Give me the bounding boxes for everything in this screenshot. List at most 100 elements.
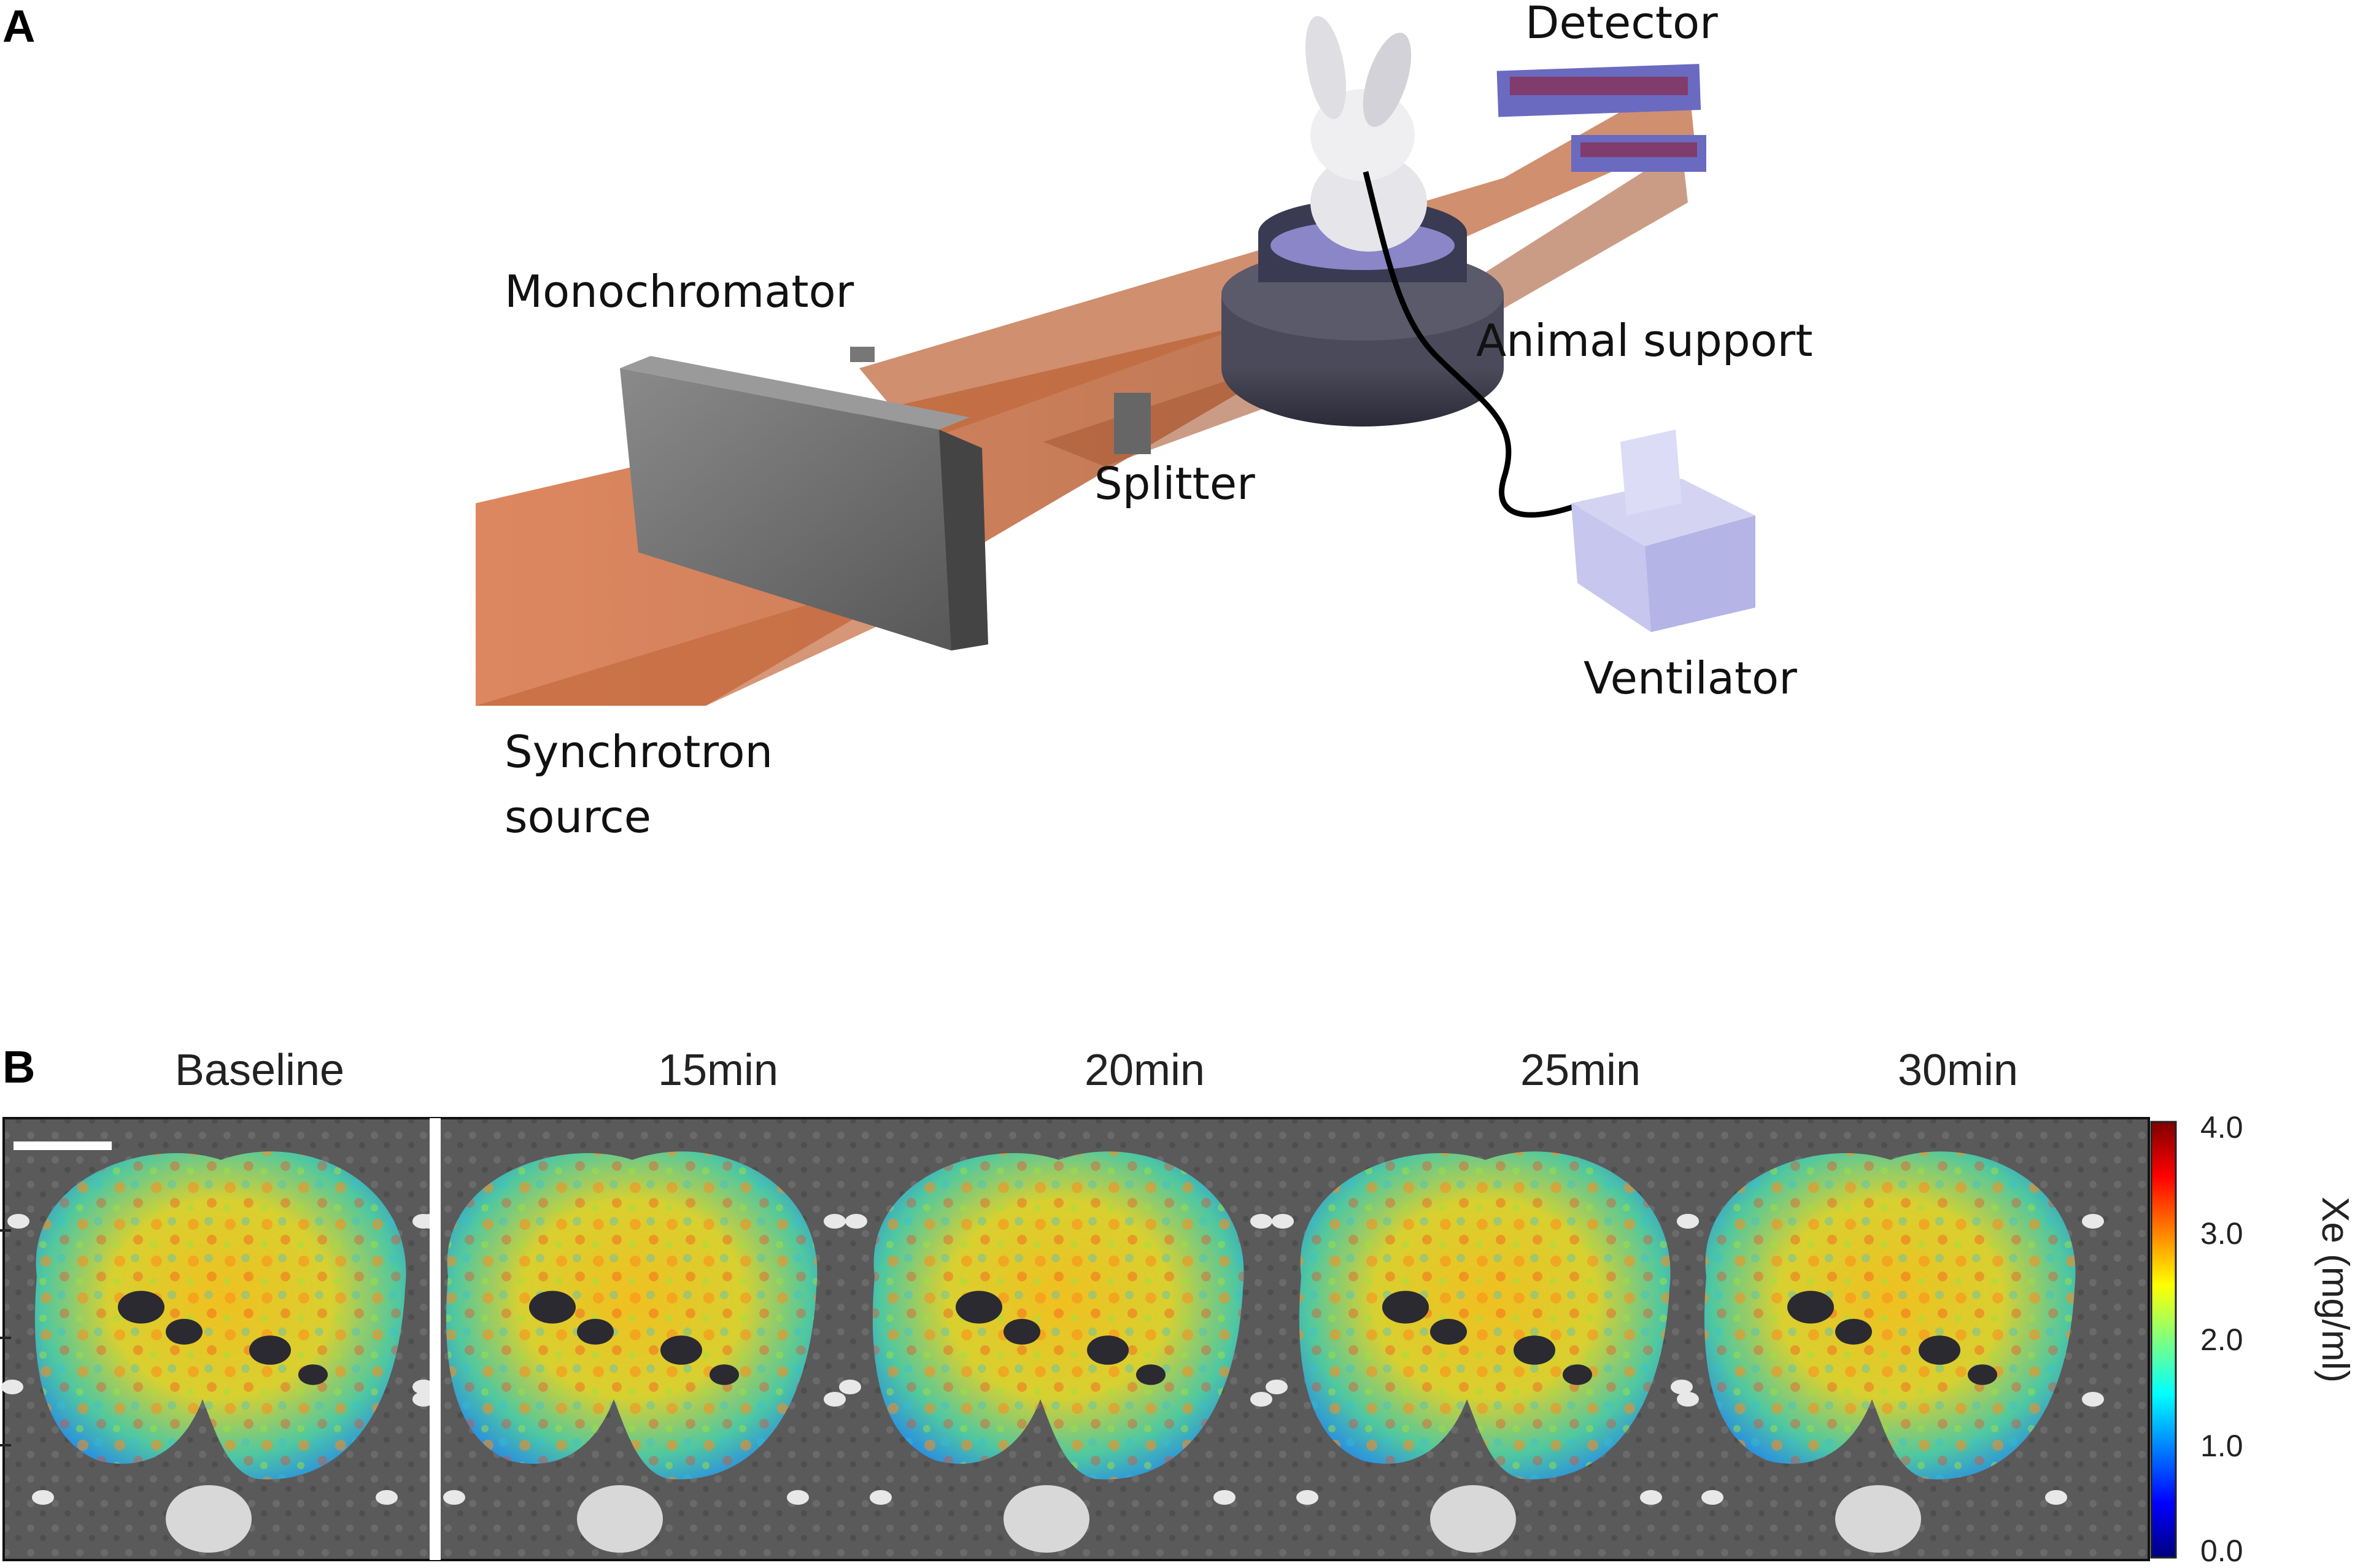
rabbit-ear-left — [1305, 16, 1347, 119]
detector-lower-strip — [1580, 142, 1697, 157]
timepoint-label-30min: 30min — [1897, 1046, 2019, 1095]
ventilator-tube — [1363, 171, 1585, 518]
rib-cross-section — [1640, 1490, 1662, 1505]
lung-panel-baseline — [1, 1151, 435, 1553]
colorbar-unit-label: Xe (mg/ml) — [2314, 1197, 2356, 1383]
lung-texture — [1299, 1151, 1671, 1480]
rib-cross-section — [7, 1214, 29, 1229]
airway-blob — [1087, 1335, 1129, 1365]
rib-cross-section — [870, 1490, 892, 1505]
rib-cross-section — [2082, 1392, 2104, 1407]
rib-cross-section — [32, 1490, 54, 1505]
lung-panel-15min — [412, 1151, 846, 1553]
rib-cross-section — [2045, 1490, 2067, 1505]
rib-cross-section — [1250, 1214, 1272, 1229]
baseline-separator — [430, 1118, 441, 1560]
lung-panel-20min — [839, 1151, 1272, 1553]
lung-texture — [34, 1151, 406, 1480]
rib-cross-section — [1296, 1490, 1318, 1505]
colorbar-tick-4: 4.0 — [2200, 1110, 2243, 1145]
spine-vertebra — [1835, 1485, 1921, 1553]
lung-panels — [1, 1151, 2104, 1553]
rib-cross-section — [1213, 1490, 1236, 1505]
airway-blob — [577, 1319, 614, 1345]
scale-bar — [14, 1141, 112, 1150]
airway-blob — [710, 1364, 739, 1385]
airway-blob — [1563, 1364, 1592, 1385]
splitter-block — [1114, 393, 1151, 454]
airway-blob — [249, 1335, 291, 1365]
rib-cross-section — [412, 1392, 435, 1407]
rib-cross-section — [787, 1490, 809, 1505]
label-synchrotron-line1: Synchrotron — [505, 726, 773, 778]
ventilator-box-right — [1645, 516, 1755, 632]
rabbit-ear-right — [1363, 33, 1412, 127]
split-beam-lower — [1043, 147, 1688, 466]
lung-texture — [1704, 1151, 2076, 1480]
airway-blob — [118, 1291, 164, 1324]
rib-cross-section — [376, 1490, 398, 1505]
panel-b-letter: B — [2, 1041, 36, 1092]
airway-blob — [1919, 1335, 1960, 1365]
lung-panel-25min — [1266, 1151, 1699, 1553]
timepoint-label-15min: 15min — [657, 1046, 779, 1095]
ventilator-box-left — [1571, 503, 1651, 632]
rib-cross-section — [839, 1380, 861, 1394]
label-monochromator: Monochromator — [505, 266, 854, 317]
timepoint-label-20min: 20min — [1084, 1046, 1205, 1095]
airway-blob — [1136, 1364, 1166, 1385]
splitter-block-top — [850, 347, 875, 362]
ventilator-box-top — [1571, 479, 1755, 546]
airway-blob — [1514, 1335, 1555, 1365]
airway-blob — [166, 1319, 203, 1345]
label-animal-support: Animal support — [1476, 315, 1813, 366]
rabbit-body — [1310, 153, 1427, 252]
colorbar-tick-1: 1.0 — [2200, 1429, 2243, 1463]
rib-cross-section — [1671, 1380, 1693, 1394]
rib-cross-section — [1272, 1214, 1294, 1229]
label-synchrotron-line2: source — [505, 791, 652, 843]
airway-blob — [1430, 1319, 1467, 1345]
lung-panel-30min — [1671, 1151, 2104, 1553]
timepoint-label-baseline: Baseline — [174, 1046, 345, 1095]
colorbar-tick-0: 0.0 — [2200, 1534, 2243, 1568]
label-ventilator: Ventilator — [1584, 652, 1797, 704]
spine-vertebra — [577, 1485, 663, 1553]
monochromator-top — [620, 356, 970, 430]
spine-vertebra — [1004, 1485, 1089, 1553]
rib-cross-section — [824, 1392, 846, 1407]
spine-vertebra — [166, 1485, 252, 1553]
spine-vertebra — [1430, 1485, 1516, 1553]
rib-cross-section — [824, 1214, 846, 1229]
lung-texture — [872, 1151, 1244, 1480]
timepoint-label-25min: 25min — [1520, 1046, 1641, 1095]
airway-blob — [1787, 1291, 1834, 1324]
panel-a-letter: A — [2, 1, 36, 52]
rib-cross-section — [1677, 1392, 1699, 1407]
airway-blob — [956, 1291, 1002, 1324]
rib-cross-section — [2082, 1214, 2104, 1229]
airway-blob — [1004, 1319, 1040, 1345]
rib-cross-section — [1266, 1380, 1288, 1394]
rib-cross-section — [443, 1490, 465, 1505]
rib-cross-section — [1250, 1392, 1272, 1407]
airway-blob — [529, 1291, 576, 1324]
rib-cross-section — [1, 1380, 23, 1394]
ventilator-screen — [1620, 430, 1682, 516]
label-detector: Detector — [1525, 0, 1718, 48]
rib-cross-section — [845, 1214, 867, 1229]
detector-upper-strip — [1510, 77, 1688, 95]
monochromator-shape — [620, 368, 982, 651]
label-splitter: Splitter — [1094, 458, 1255, 509]
airway-blob — [298, 1364, 328, 1385]
lung-texture — [446, 1151, 818, 1480]
monochromator-face — [939, 430, 988, 651]
airway-blob — [1968, 1364, 1997, 1385]
rib-cross-section — [1677, 1214, 1699, 1229]
colorbar-tick-2: 2.0 — [2200, 1323, 2243, 1357]
rib-cross-section — [1701, 1490, 1723, 1505]
colorbar — [2150, 1121, 2177, 1559]
colorbar-tick-3: 3.0 — [2200, 1216, 2243, 1251]
airway-blob — [1835, 1319, 1872, 1345]
